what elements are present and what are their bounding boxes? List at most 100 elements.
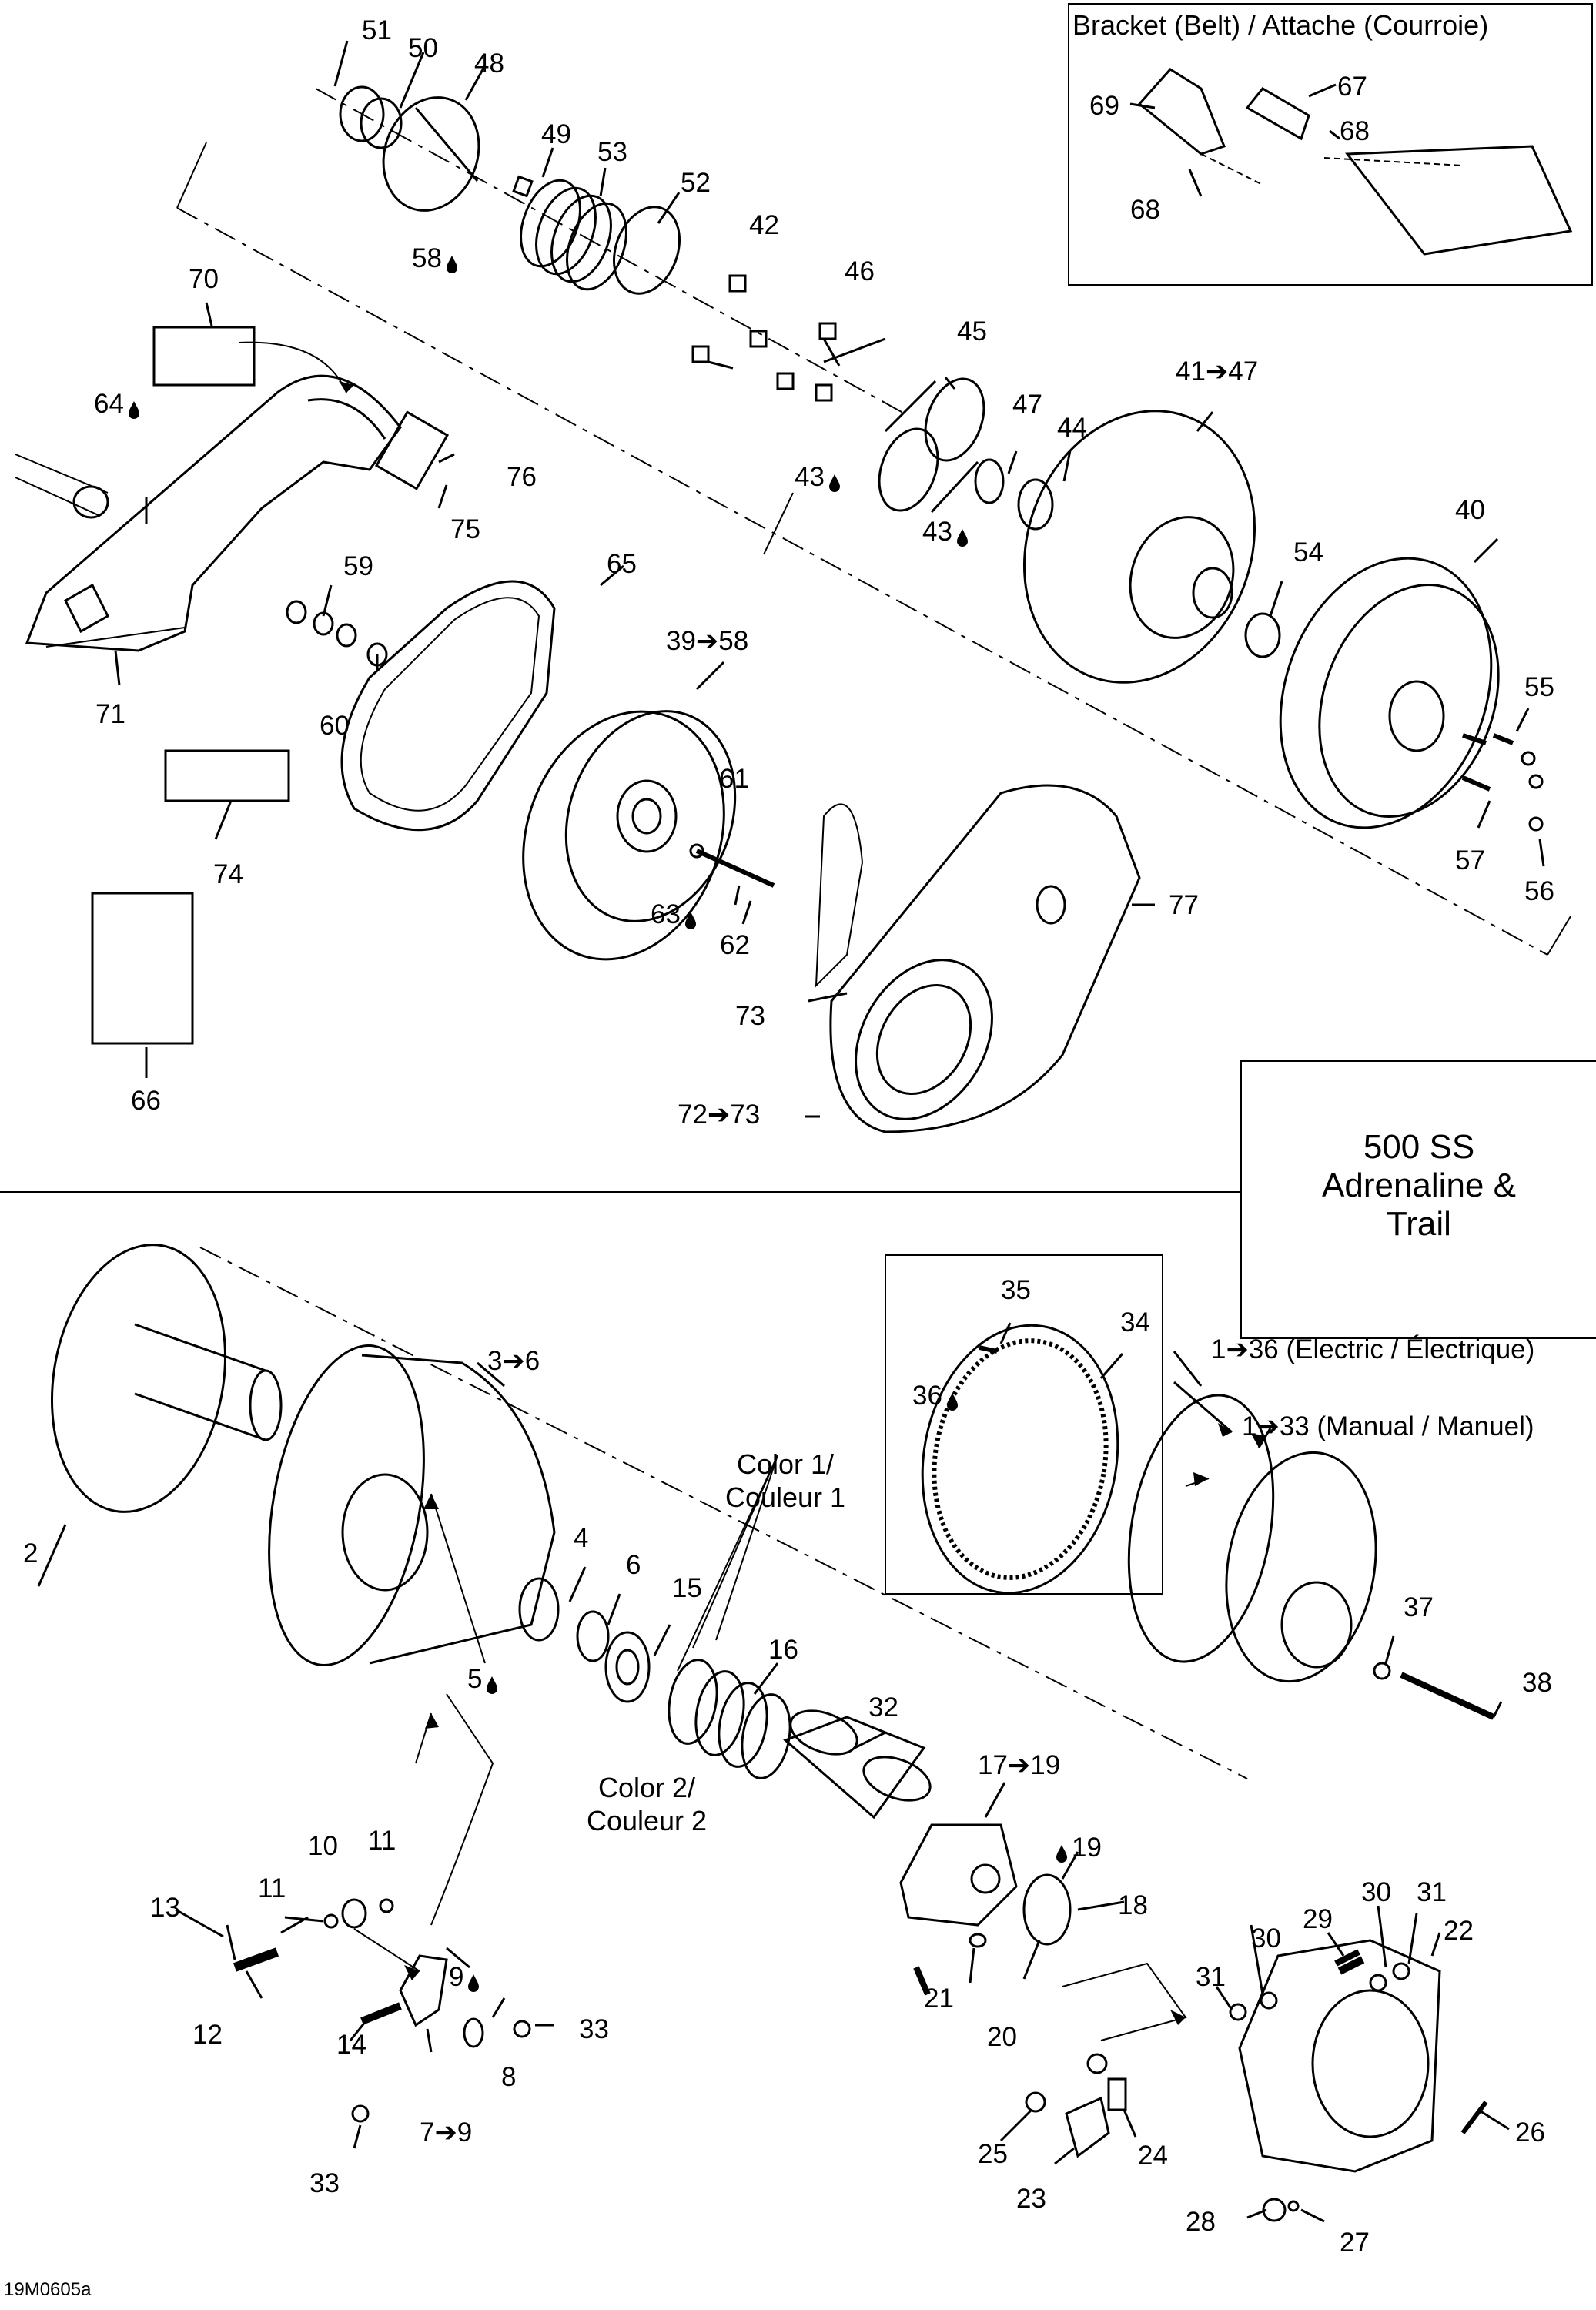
grease-drop-icon	[127, 397, 141, 419]
callout-7-9: 7➔9	[420, 2118, 473, 2148]
callout-40: 40	[1455, 495, 1485, 525]
callout-74: 74	[213, 859, 243, 889]
grease-drop-icon	[945, 1388, 959, 1411]
callout-67: 67	[1337, 72, 1367, 102]
callout-2: 2	[23, 1538, 38, 1568]
callout-63-text: 63	[651, 899, 681, 929]
callout-61: 61	[719, 764, 749, 794]
callout-46: 46	[845, 256, 875, 286]
callout-11a: 11	[368, 1826, 396, 1856]
callout-26: 26	[1515, 2118, 1545, 2148]
callout-47: 47	[1012, 390, 1042, 420]
callout-50: 50	[408, 33, 438, 63]
callout-69: 69	[1089, 91, 1119, 121]
callout-19: 19	[1055, 1833, 1102, 1863]
callout-17-19: 17➔19	[978, 1750, 1061, 1780]
callout-36-text: 36	[912, 1381, 942, 1411]
callout-38: 38	[1522, 1668, 1552, 1698]
bracket-inset-title: Bracket (Belt) / Attache (Courroie)	[1072, 9, 1489, 41]
callout-77: 77	[1169, 890, 1199, 920]
callout-60: 60	[320, 711, 350, 741]
callout-30a: 30	[1361, 1877, 1391, 1907]
callout-35: 35	[1001, 1275, 1031, 1305]
callout-6: 6	[626, 1550, 641, 1580]
callout-71: 71	[95, 699, 125, 729]
callout-23: 23	[1016, 2184, 1046, 2214]
note-color-1: Color 1/ Couleur 1	[724, 1448, 846, 1514]
callout-75: 75	[450, 514, 480, 544]
callout-31a: 31	[1417, 1877, 1447, 1907]
grease-drop-icon	[1055, 1840, 1069, 1863]
callout-18: 18	[1118, 1890, 1148, 1920]
callout-44: 44	[1057, 413, 1087, 443]
callout-42: 42	[749, 210, 779, 240]
callout-24: 24	[1138, 2141, 1168, 2171]
callout-21: 21	[924, 1984, 954, 2014]
callout-53: 53	[597, 137, 627, 167]
model-box-line-3: Trail	[1387, 1205, 1451, 1243]
callout-54: 54	[1293, 537, 1323, 567]
callout-73: 73	[735, 1001, 765, 1031]
callout-22: 22	[1444, 1916, 1474, 1946]
callout-30b: 30	[1251, 1923, 1281, 1953]
callout-59: 59	[343, 551, 373, 581]
callout-70: 70	[189, 264, 219, 294]
grease-drop-icon	[955, 524, 969, 547]
callout-68a: 68	[1340, 116, 1370, 146]
callout-33b: 33	[309, 2168, 340, 2198]
callout-43a-text: 43	[795, 462, 825, 492]
callout-68b: 68	[1130, 195, 1160, 225]
callout-41-47: 41➔47	[1176, 357, 1259, 387]
callout-3-6: 3➔6	[487, 1346, 540, 1376]
callout-10: 10	[308, 1831, 338, 1861]
callout-25: 25	[978, 2139, 1008, 2169]
callout-31b: 31	[1196, 1962, 1226, 1992]
callout-62: 62	[720, 930, 750, 960]
callout-57: 57	[1455, 845, 1485, 875]
note-manual: 1➔33 (Manual / Manuel)	[1242, 1411, 1534, 1441]
callout-36: 36	[912, 1381, 959, 1411]
callout-34: 34	[1120, 1307, 1150, 1337]
callout-8: 8	[501, 2062, 517, 2092]
callout-43b: 43	[922, 517, 969, 547]
grease-drop-icon	[485, 1672, 499, 1694]
callout-39-58: 39➔58	[666, 626, 749, 656]
callout-43a: 43	[795, 462, 841, 492]
callout-5: 5	[467, 1666, 499, 1694]
callout-9: 9	[449, 1964, 480, 1992]
callout-12: 12	[192, 2020, 223, 2050]
callout-55: 55	[1524, 672, 1554, 702]
callout-33a: 33	[579, 2014, 609, 2044]
callout-51: 51	[362, 15, 392, 45]
callout-52: 52	[681, 168, 711, 198]
callout-64: 64	[94, 389, 141, 419]
callout-45: 45	[957, 316, 987, 346]
callout-37: 37	[1404, 1592, 1434, 1622]
callout-48: 48	[474, 49, 504, 79]
callout-66: 66	[131, 1086, 161, 1116]
callout-20: 20	[987, 2022, 1017, 2052]
grease-drop-icon	[445, 251, 459, 273]
model-box-line-2: Adrenaline &	[1322, 1167, 1516, 1204]
callout-72-73: 72➔73	[678, 1100, 761, 1130]
callout-4: 4	[574, 1523, 589, 1553]
callout-49: 49	[541, 119, 571, 149]
callout-43b-text: 43	[922, 517, 952, 547]
callout-29: 29	[1303, 1904, 1333, 1934]
callout-56: 56	[1524, 876, 1554, 906]
callout-19-text: 19	[1072, 1833, 1102, 1863]
callout-76: 76	[507, 462, 537, 492]
callout-14: 14	[336, 2030, 366, 2060]
callout-64-text: 64	[94, 389, 124, 419]
callout-58: 58	[412, 245, 459, 273]
model-box-line-1: 500 SS	[1363, 1128, 1475, 1166]
callout-32: 32	[868, 1692, 898, 1722]
note-color-2: Color 2/ Couleur 2	[586, 1772, 708, 1837]
callout-27: 27	[1340, 2228, 1370, 2258]
callout-13: 13	[150, 1893, 180, 1923]
callout-63: 63	[651, 899, 698, 929]
grease-drop-icon	[828, 470, 841, 492]
diagram-reference-code: 19M0605a	[4, 2279, 92, 2300]
